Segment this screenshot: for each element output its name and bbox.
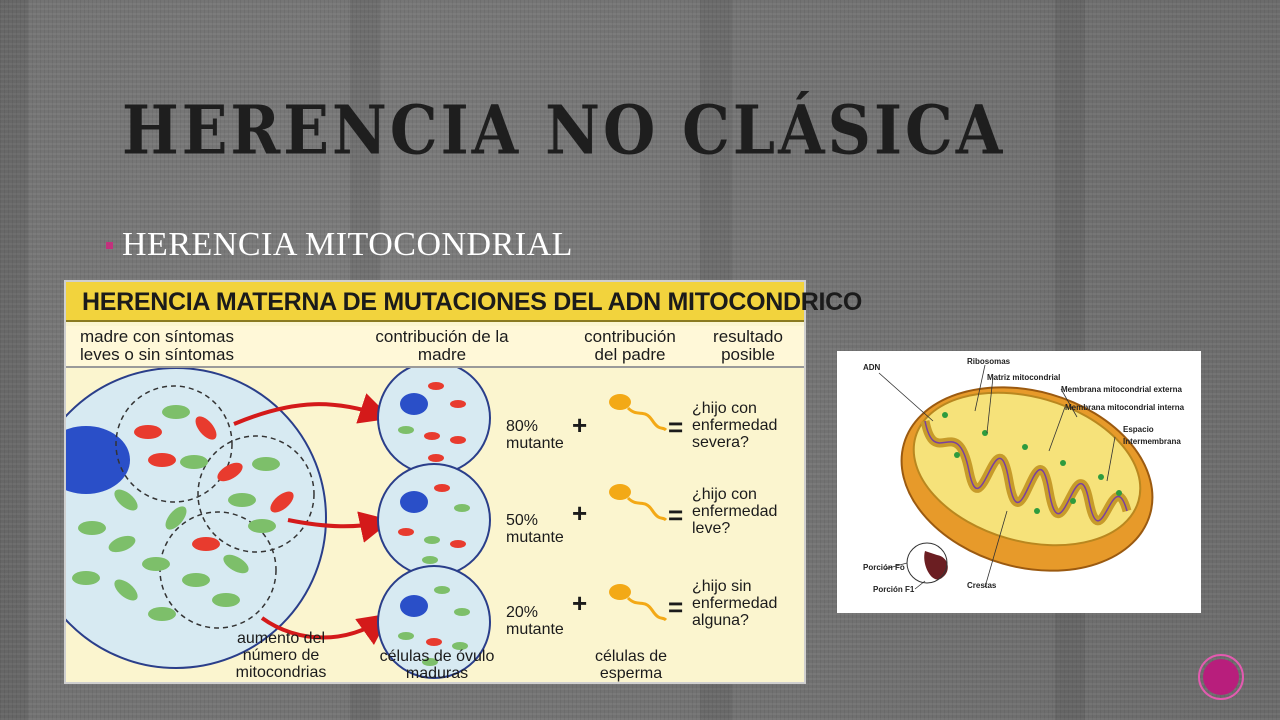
inner-membrane	[912, 391, 1142, 547]
bullet-item: HERENCIA MITOCONDRIAL	[106, 226, 573, 264]
mitochondrial-inheritance-diagram: HERENCIA MATERNA DE MUTACIONES DEL ADN M…	[64, 280, 862, 684]
label-porcion-f1: Porción F1	[873, 585, 915, 594]
row-1-mutant: 80% mutante	[506, 418, 564, 452]
mother-nucleus	[66, 426, 130, 494]
column-header-mother-contribution: contribución de la madre	[375, 327, 509, 364]
mito-group	[197, 435, 315, 553]
mitochondrion-diagram: ADN Ribosomas Matriz mitocondrial Membra…	[837, 351, 1201, 613]
arrow-icon	[287, 511, 392, 543]
arrow-icon	[260, 613, 391, 646]
sperm-icon	[609, 584, 668, 622]
mito-group	[115, 385, 233, 503]
row-3-mutant: 20% mutante	[506, 604, 564, 638]
column-header-result: resultado posible	[713, 327, 783, 364]
label-ribosomas: Ribosomas	[967, 357, 1011, 366]
plus-icon: +	[572, 410, 588, 440]
label-espacio: Espacio	[1123, 425, 1154, 434]
footer-ovules: células de óvulo maduras	[379, 648, 495, 682]
row-2-result: ¿hijo con enfermedad leve?	[692, 486, 778, 537]
footer-sperm: células de esperma	[594, 648, 668, 682]
bullet-text: HERENCIA MITOCONDRIAL	[122, 226, 573, 263]
mitochondrion-illustration	[878, 364, 1154, 590]
ovule-cell	[377, 463, 491, 577]
dna-strand	[924, 420, 1128, 522]
label-porcion-fo: Porción Fo	[863, 563, 905, 572]
mother-cell	[66, 368, 327, 669]
equals-icon: =	[668, 500, 684, 530]
ovule-cell	[377, 368, 491, 475]
footer-increase: aumento del número de mitocondrias	[235, 630, 327, 681]
nav-circle-icon	[1203, 659, 1239, 695]
column-header-mother: madre con síntomas leves o sin síntomas	[80, 327, 235, 364]
arrow-icon	[233, 393, 392, 426]
label-intermembrana: Intermembrana	[1123, 437, 1181, 446]
bullet-square-icon	[106, 241, 113, 249]
plus-icon: +	[572, 588, 588, 618]
label-membrana-interna: Membrana mitocondrial interna	[1065, 403, 1185, 412]
atp-synthase	[924, 551, 948, 580]
label-matriz: Matriz mitocondrial	[987, 373, 1061, 382]
equals-icon: =	[668, 592, 684, 622]
label-membrana-externa: Membrana mitocondrial externa	[1061, 385, 1182, 394]
row-1-result: ¿hijo con enfermedad severa?	[692, 400, 778, 451]
label-adn: ADN	[863, 363, 881, 372]
plus-icon: +	[572, 498, 588, 528]
label-leaders	[878, 364, 1116, 590]
slide-title: HERENCIA NO CLÁSICA	[122, 92, 1006, 171]
row-3-result: ¿hijo sin enfermedad alguna?	[692, 578, 778, 629]
diagram-illustration	[66, 368, 668, 679]
equals-icon: =	[668, 412, 684, 442]
sperm-icon	[609, 394, 668, 432]
column-header-father-contribution: contribución del padre	[584, 327, 676, 364]
diagram-header: HERENCIA MATERNA DE MUTACIONES DEL ADN M…	[66, 282, 862, 322]
ovule-cell	[377, 565, 491, 679]
mitochondria-cluster	[72, 405, 294, 621]
sperm-icon	[609, 484, 668, 522]
label-crestas: Crestas	[967, 581, 997, 590]
row-2-mutant: 50% mutante	[506, 512, 564, 546]
ribosomes	[942, 412, 1122, 514]
slide-nav-button[interactable]	[1198, 654, 1244, 700]
diagram-column-headers: madre con síntomas leves o sin síntomas …	[66, 326, 804, 368]
